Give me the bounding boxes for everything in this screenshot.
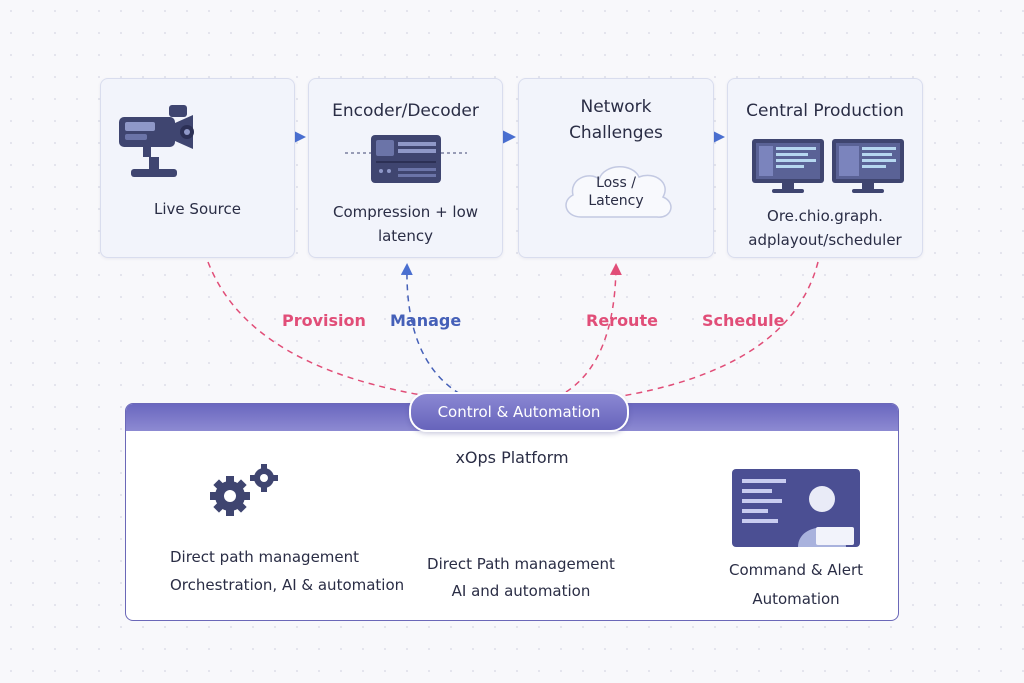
central-production-card[interactable]: Central Production Ore.chio.graph. adpla… [727,78,923,258]
mid-text-line-1: Direct Path management [427,555,615,573]
manage-label: Manage [390,311,462,330]
card-subtitle-line-2: adplayout/scheduler [748,231,902,249]
camera-stand-icon [131,157,177,177]
cloud-text-line-1: Loss / [596,175,636,191]
xops-platform-panel: xOps Platform Direct path management Orc… [125,403,899,621]
provision-line [207,261,441,399]
encoder-device-icon [345,135,467,183]
right-text-line-2: Automation [752,590,840,608]
reroute-label: Reroute [586,311,658,330]
platform-title: xOps Platform [455,448,569,467]
card-title: Live Source [154,200,241,218]
card-title: Central Production [746,101,904,121]
manage-line [400,263,461,395]
card-subtitle-line-2: latency [377,227,434,245]
card-title-line-1: Network [580,97,652,117]
network-challenges-card[interactable]: Network Challenges Loss / Latency [518,78,714,258]
control-automation-pill[interactable]: Control & Automation [409,392,629,432]
card-subtitle-line-1: Compression + low [332,203,479,221]
mid-text-line-2: AI and automation [451,582,591,600]
monitors-icon [752,139,904,193]
video-camera-icon [119,105,194,157]
card-title-line-2: Challenges [569,123,663,143]
card-subtitle-line-1: Ore.chio.graph. [767,207,883,225]
schedule-label: Schedule [702,311,785,330]
card-title: Encoder/Decoder [332,101,479,121]
right-text-line-1: Command & Alert [728,561,864,579]
live-source-card[interactable]: Live Source [100,78,295,258]
operator-screen-icon [732,469,860,547]
provision-label: Provision [282,311,366,330]
cloud-icon [565,166,672,218]
schedule-line [609,261,819,399]
gears-icon [210,464,278,516]
left-text-line-1: Direct path management [170,548,360,566]
cloud-text-line-2: Latency [588,193,644,209]
left-text-line-2: Orchestration, AI & automation [170,576,405,594]
encoder-decoder-card[interactable]: Encoder/Decoder Compression + low latenc… [308,78,503,258]
